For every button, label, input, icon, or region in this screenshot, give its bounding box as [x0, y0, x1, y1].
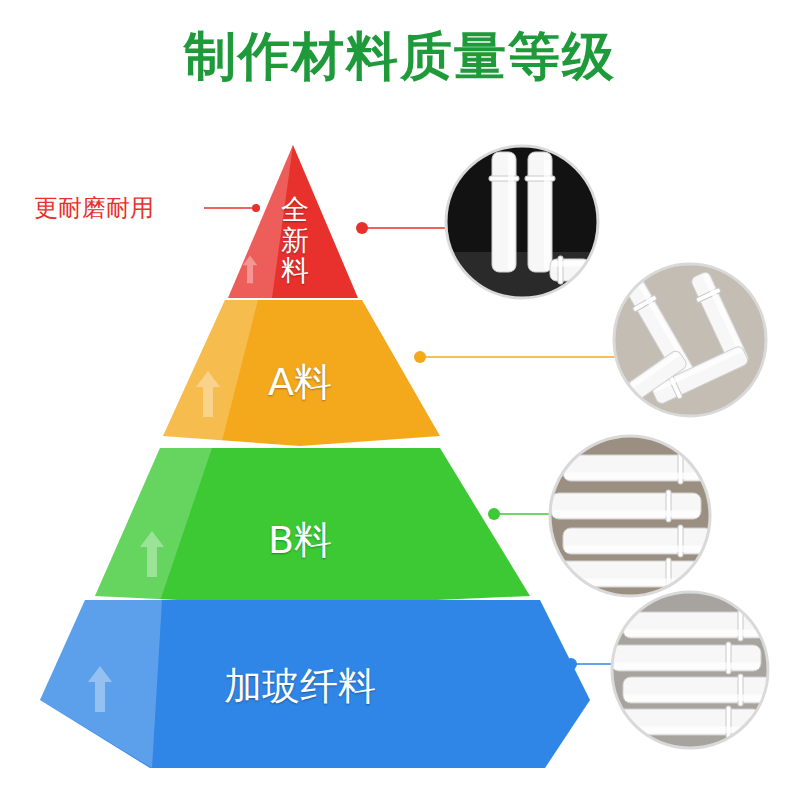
up-arrow-icon	[88, 666, 112, 712]
up-arrow-icon	[243, 256, 257, 284]
band-face	[228, 145, 358, 298]
band-text-area: 加玻纤料	[165, 648, 435, 724]
leader-line	[362, 227, 446, 229]
band-label: B料	[268, 515, 332, 566]
pyramid-band: B料	[95, 448, 530, 606]
product-photo	[610, 264, 766, 416]
band-text-area: A料	[222, 342, 378, 422]
leader-dot	[488, 508, 500, 520]
band-label: 全新料	[281, 195, 309, 287]
leader-line	[420, 356, 616, 358]
band-facet	[95, 448, 212, 601]
photo-frame	[612, 592, 768, 748]
band-face	[163, 300, 440, 446]
band-facet	[163, 300, 258, 441]
product-photo	[446, 146, 598, 312]
leader-dot	[252, 204, 260, 212]
leader-line	[494, 513, 550, 515]
band-text-area: B料	[200, 505, 400, 575]
tube-part	[563, 525, 713, 557]
up-arrow-icon	[140, 531, 164, 577]
tube-part	[623, 609, 773, 641]
tube-part	[623, 674, 773, 706]
product-photo	[611, 592, 773, 748]
band-face	[95, 448, 530, 606]
photo-frame	[446, 146, 598, 298]
up-arrow-icon	[196, 371, 220, 417]
pyramid-band: A料	[163, 300, 440, 446]
leader-line	[571, 663, 612, 665]
band-label: A料	[268, 357, 332, 408]
photo-frame	[614, 264, 766, 416]
band-facet	[40, 600, 162, 768]
tube-part	[563, 452, 713, 484]
tube-part	[525, 152, 555, 272]
pyramid-band: 全新料	[228, 145, 358, 298]
tube-part	[551, 490, 701, 522]
band-text-area: 全新料	[270, 186, 320, 296]
tube-part	[611, 642, 761, 674]
band-face	[40, 600, 590, 768]
pyramid-band: 加玻纤料	[40, 600, 590, 768]
band-label: 加玻纤料	[224, 661, 376, 712]
leader-line	[204, 207, 252, 209]
tube-part	[489, 152, 519, 272]
photo-frame	[550, 436, 710, 596]
callout-label: 更耐磨耐用	[34, 192, 154, 224]
diagram-title: 制作材料质量等级	[0, 22, 800, 92]
product-photo	[550, 436, 713, 596]
leader-dot	[414, 351, 426, 363]
leader-dot	[356, 222, 368, 234]
